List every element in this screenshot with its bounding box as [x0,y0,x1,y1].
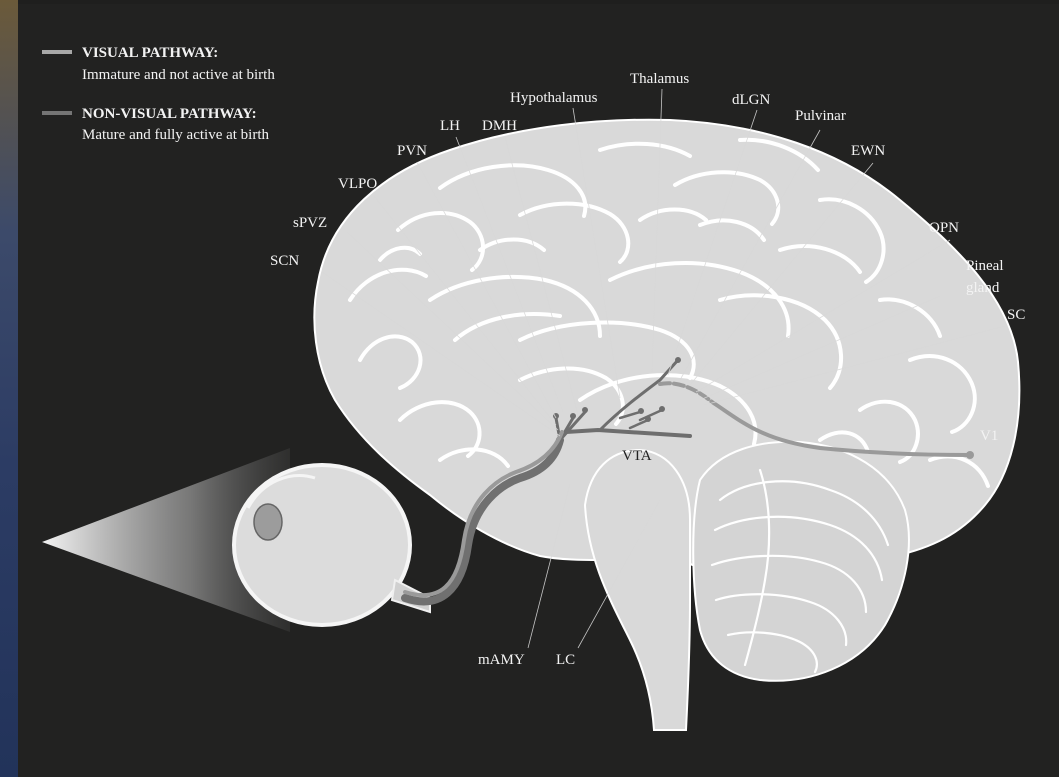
legend-visual-subtitle: Immature and not active at birth [82,67,275,83]
label-pulvinar: Pulvinar [795,108,846,124]
legend-nonvisual-title: NON-VISUAL PATHWAY: [82,106,257,122]
label-opn: OPN [929,220,959,236]
label-mamy: mAMY [478,652,525,668]
label-lh: LH [440,118,460,134]
label-dlgn: dLGN [732,92,770,108]
label-dmh: DMH [482,118,517,134]
label-scn: SCN [270,253,299,269]
legend-visual-title: VISUAL PATHWAY: [82,45,218,61]
brainstem [585,450,690,730]
label-pineal-line1: Pineal [966,258,1004,274]
eye-lens [254,504,282,540]
label-lc: LC [556,652,575,668]
eye [234,465,430,625]
label-hypothalamus: Hypothalamus [510,90,598,106]
label-vlpo: VLPO [338,176,377,192]
label-sc: SC [1007,307,1025,323]
label-ewn: EWN [851,143,885,159]
label-pineal-line2: gland [966,280,1000,296]
legend-nonvisual-subtitle: Mature and fully active at birth [82,127,270,143]
label-pvn: PVN [397,143,427,159]
label-v1: V1 [980,428,998,444]
label-vta: VTA [622,448,652,464]
label-thalamus: Thalamus [630,71,689,87]
label-spvz: sPVZ [293,215,327,231]
